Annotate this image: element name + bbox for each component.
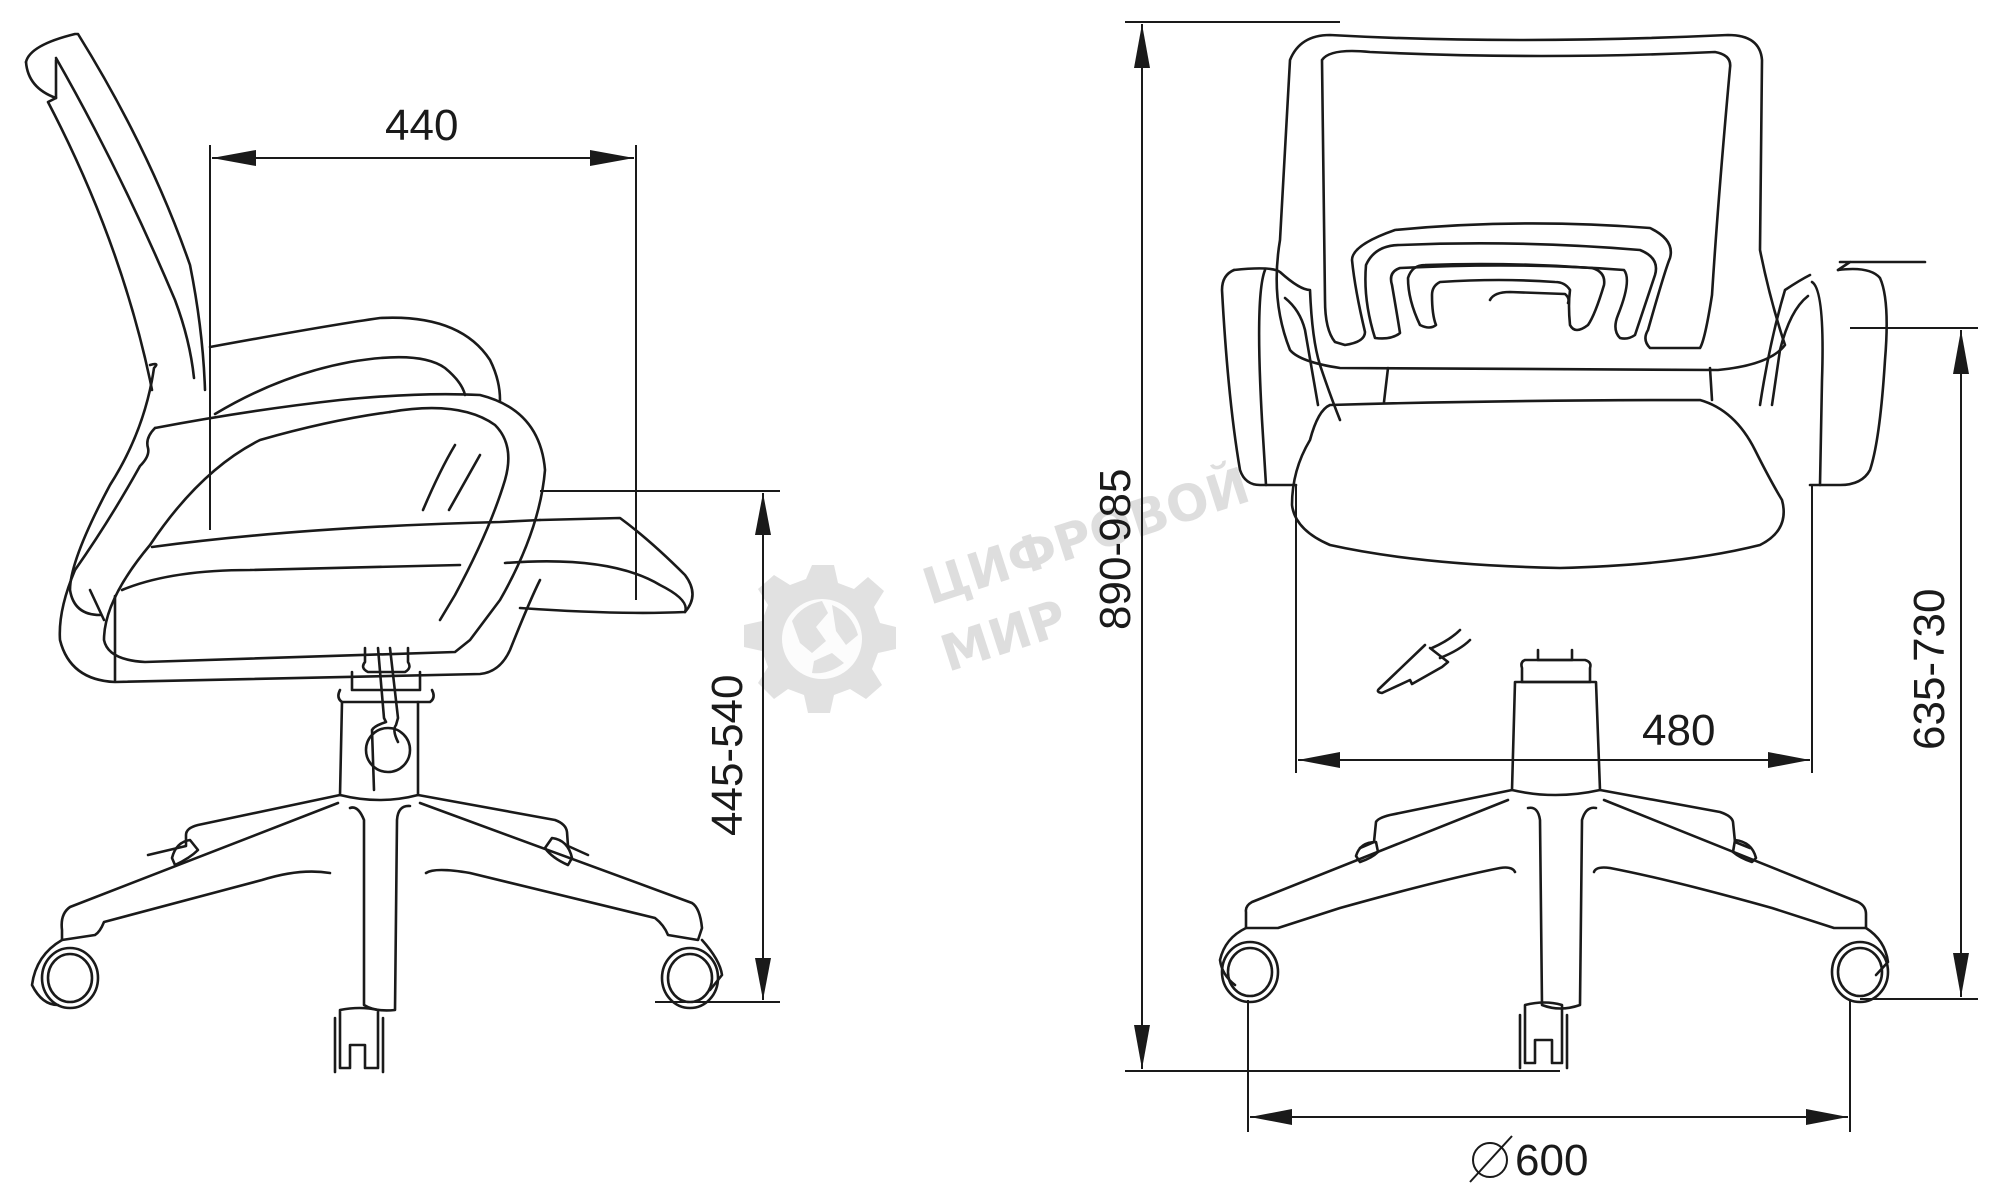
dimension-label-480: 480 — [1642, 706, 1715, 755]
dimension-label-635-730: 635-730 — [1905, 589, 1954, 750]
dimension-total-height: 890-985 — [1091, 21, 1560, 1072]
dimension-label-600: 600 — [1515, 1136, 1588, 1185]
dimension-label-890-985: 890-985 — [1091, 469, 1140, 630]
gear-globe-icon — [744, 565, 896, 713]
front-view-chair — [1218, 33, 1927, 1070]
dimension-seat-height: 445-540 — [540, 490, 780, 1003]
dimension-armrest-height: 635-730 — [1850, 327, 1978, 1000]
dimension-label-445-540: 445-540 — [703, 675, 752, 836]
side-view-chair — [24, 32, 724, 1074]
watermark: ЦИФРОВОЙ МИР — [744, 455, 1257, 713]
dimension-seat-width: 480 — [1295, 485, 1813, 773]
dimension-seat-depth: 440 — [209, 101, 637, 600]
watermark-line-1: ЦИФРОВОЙ — [915, 455, 1256, 616]
diameter-icon — [1469, 1135, 1513, 1183]
dimension-label-440: 440 — [385, 101, 458, 150]
dimension-base-diameter: 600 — [1247, 1000, 1851, 1185]
